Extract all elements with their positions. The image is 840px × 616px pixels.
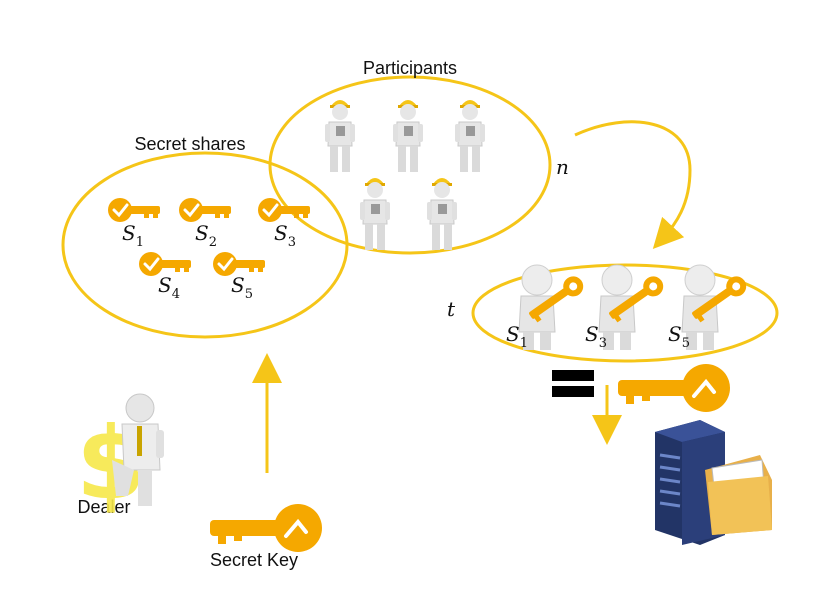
worker-icon (359, 177, 391, 251)
worker-icon (392, 99, 424, 173)
share-label: S1 (122, 221, 144, 250)
t-label: t (447, 297, 456, 321)
person-with-key-icon (681, 264, 751, 351)
secret-key-label: Secret Key (210, 550, 298, 570)
secret-shares-label: Secret shares (134, 134, 245, 154)
share-label: S4 (158, 273, 180, 302)
person-with-key-icon (518, 264, 588, 351)
key-icon (208, 502, 324, 554)
threshold-share-label: S5 (668, 322, 690, 351)
person-with-key-icon (598, 264, 668, 351)
participants-ellipse (268, 75, 552, 255)
equals-icon (552, 370, 594, 397)
share-label: S2 (195, 221, 217, 250)
participants-label: Participants (363, 58, 457, 78)
check-key-icon (106, 196, 162, 224)
dealer-label: Dealer (77, 497, 130, 517)
svg-text:S1: S1 (122, 221, 144, 250)
folder-icon (705, 455, 772, 535)
check-key-icon (177, 196, 233, 224)
svg-text:S2: S2 (195, 221, 217, 250)
threshold-share-label: S3 (585, 322, 607, 351)
svg-text:S1: S1 (506, 322, 528, 351)
arrow-icon (574, 120, 692, 250)
worker-icon (324, 99, 356, 173)
secret-shares-ellipse (61, 151, 349, 339)
svg-text:S5: S5 (668, 322, 690, 351)
svg-text:S4: S4 (158, 273, 180, 302)
svg-text:S3: S3 (585, 322, 607, 351)
svg-text:S5: S5 (231, 273, 253, 302)
share-label: S5 (231, 273, 253, 302)
worker-icon (454, 99, 486, 173)
worker-icon (426, 177, 458, 251)
n-label: n (556, 155, 569, 179)
threshold-ellipse (471, 263, 779, 363)
share-label: S3 (274, 221, 296, 250)
dealer-icon (112, 393, 164, 506)
key-icon (616, 362, 732, 414)
threshold-share-label: S1 (506, 322, 528, 351)
svg-text:S3: S3 (274, 221, 296, 250)
